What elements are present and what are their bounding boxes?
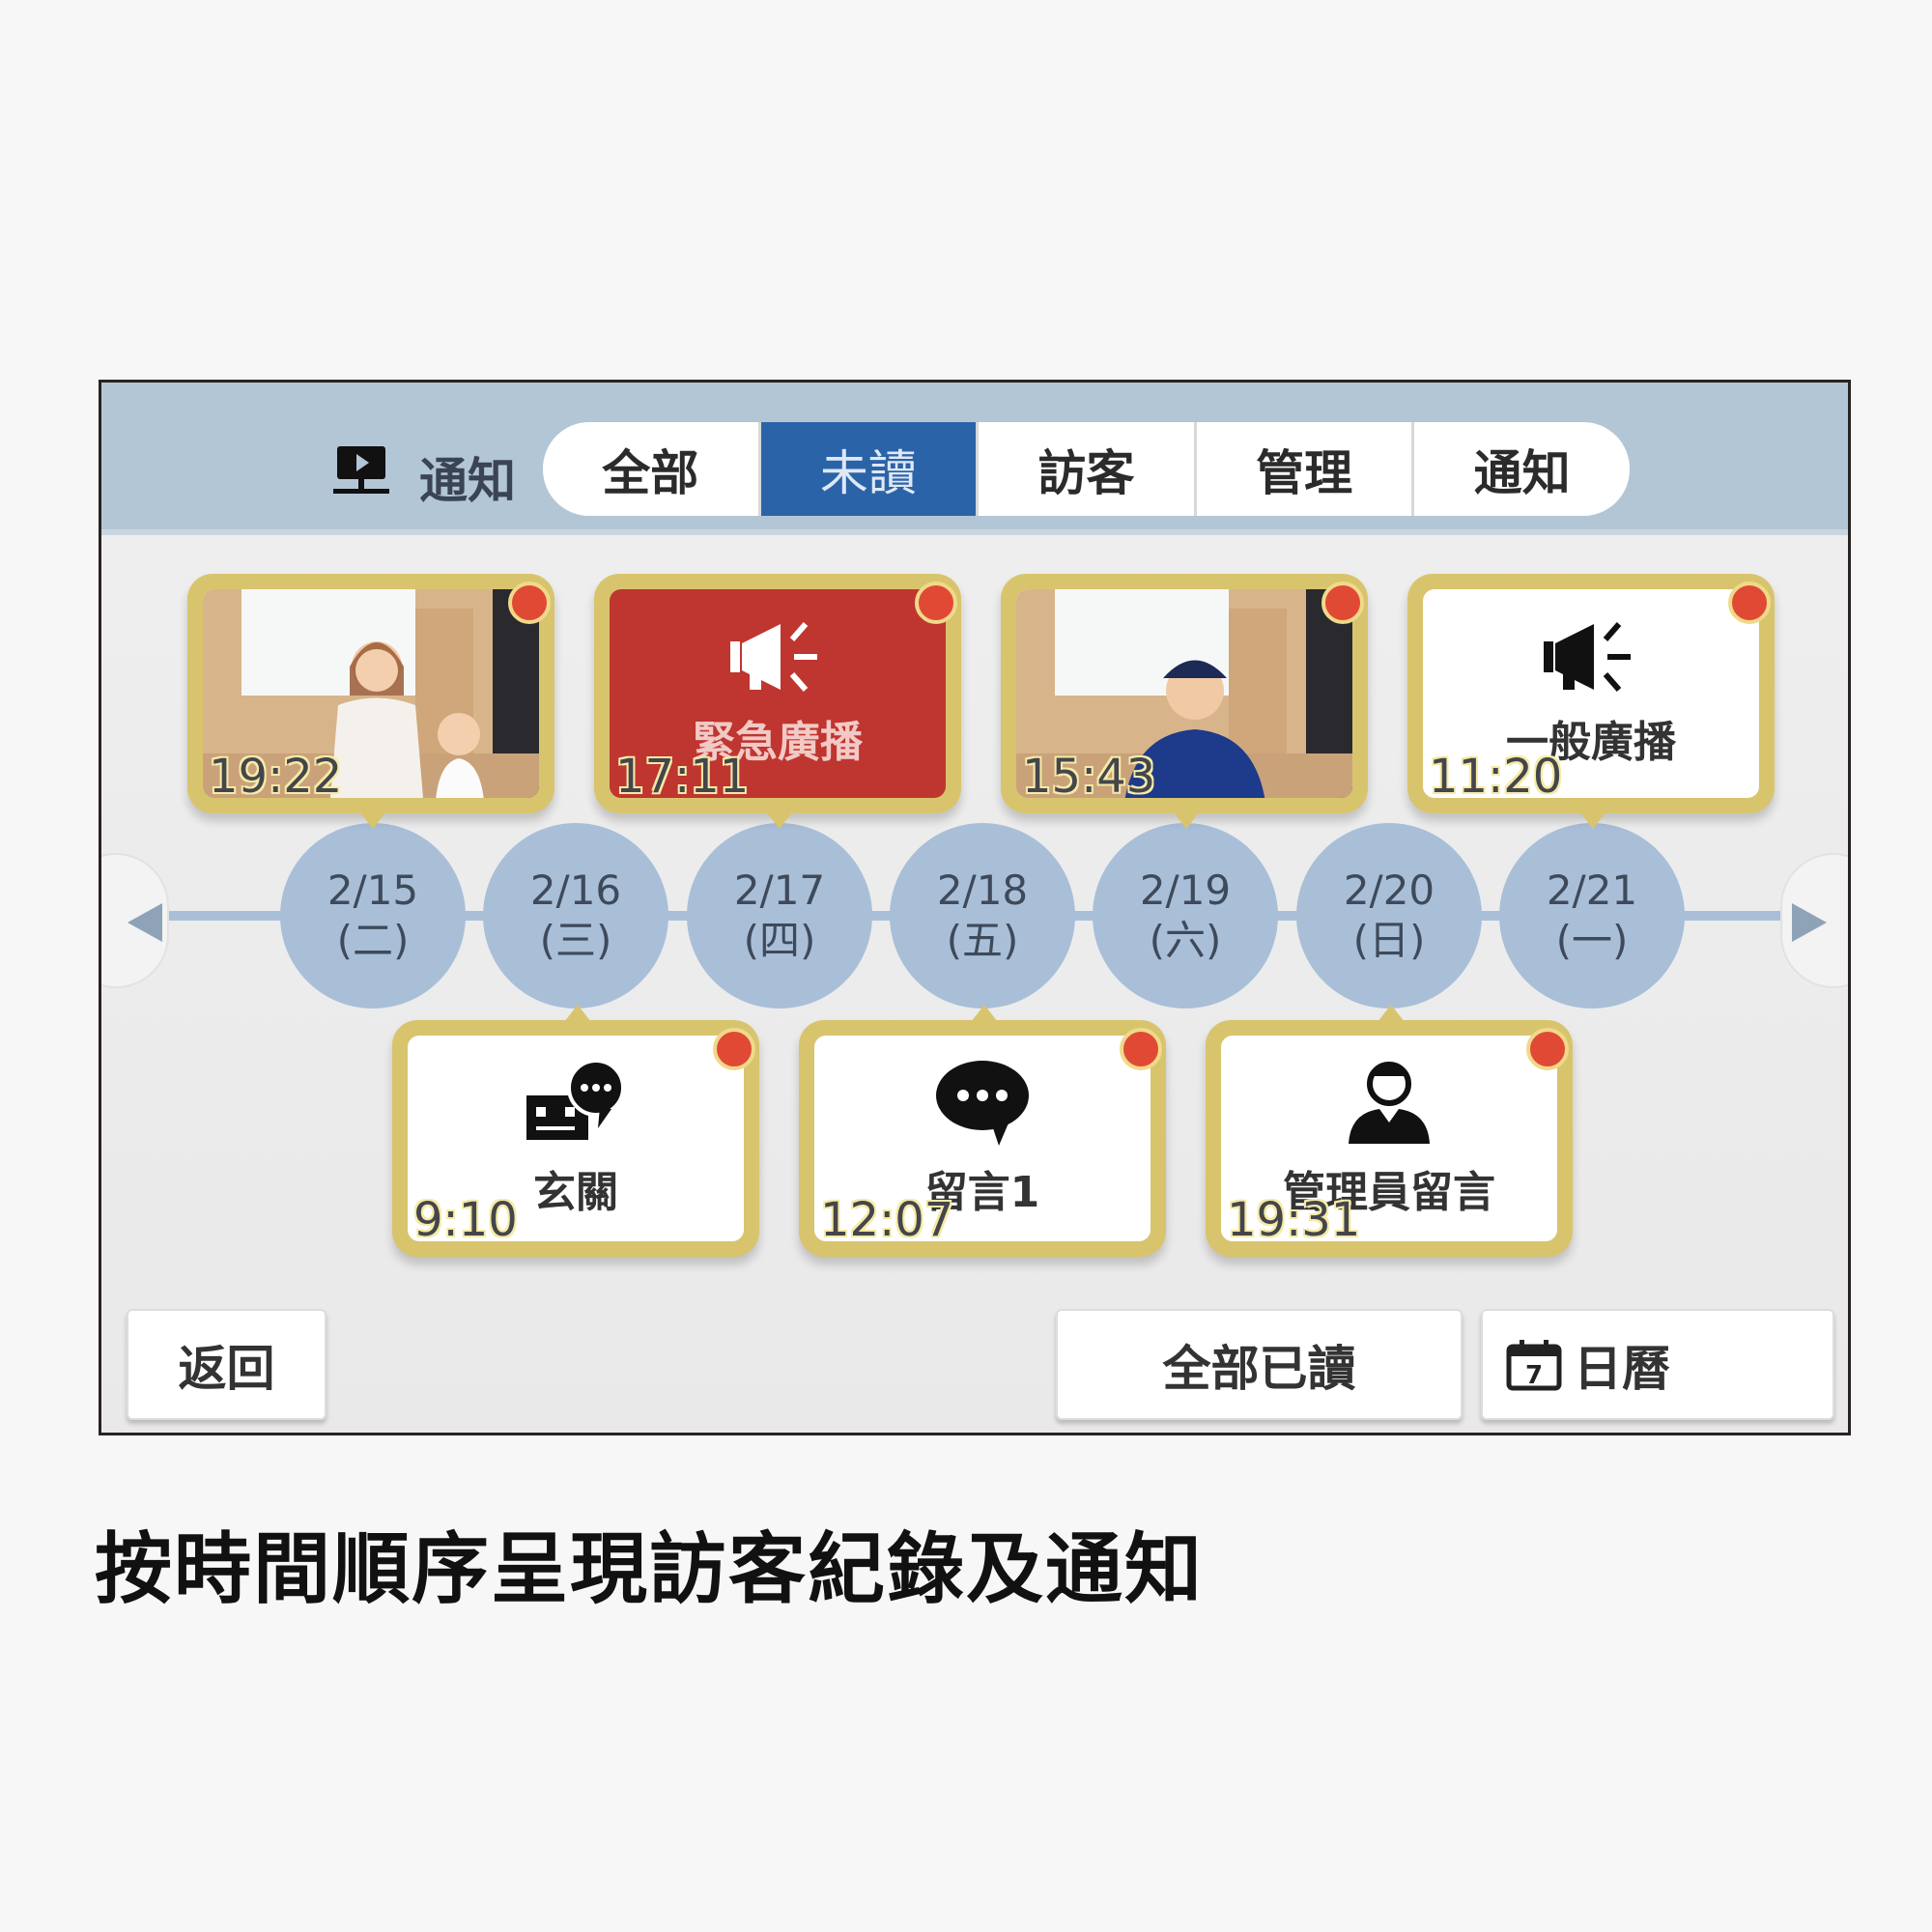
card-pointer	[359, 811, 386, 829]
event-card[interactable]: 15:43	[1001, 574, 1368, 829]
card-pointer	[1173, 811, 1200, 829]
card-label: 一般廣播	[1506, 718, 1676, 767]
tab-3[interactable]: 管理	[1193, 422, 1412, 516]
header-title: 通知	[419, 453, 516, 509]
unread-dot	[1120, 1028, 1162, 1070]
day-circle[interactable]: 2/16(三)	[483, 823, 668, 1009]
svg-text:7: 7	[1525, 1361, 1543, 1390]
day-circle[interactable]: 2/20(日)	[1296, 823, 1482, 1009]
tab-2[interactable]: 訪客	[976, 422, 1194, 516]
card-time: 17:11	[615, 750, 750, 798]
day-date: 2/17	[733, 867, 826, 914]
card-time: 12:07	[820, 1193, 954, 1241]
card-label: 留言1	[924, 1167, 1040, 1217]
intercom-message-icon	[523, 1058, 629, 1150]
day-date: 2/20	[1343, 867, 1435, 914]
card-label: 管理員留言	[1283, 1167, 1495, 1217]
day-circle[interactable]: 2/18(五)	[890, 823, 1075, 1009]
arrow-left-icon	[128, 903, 162, 942]
visitor-photo	[1016, 589, 1352, 798]
filter-tabs: 全部 未讀訪客管理通知	[543, 422, 1630, 516]
speech-bubble-icon	[929, 1059, 1036, 1150]
day-circle[interactable]: 2/19(六)	[1093, 823, 1278, 1009]
prev-week-button[interactable]	[101, 853, 169, 988]
back-button[interactable]: 返回	[127, 1309, 327, 1420]
caption: 按時間順序呈現訪客紀錄及通知	[95, 1524, 1204, 1614]
tab-4[interactable]: 通知	[1411, 422, 1630, 516]
card-time: 19:31	[1227, 1193, 1361, 1241]
mark-all-read-button[interactable]: 全部已讀	[1056, 1309, 1463, 1420]
day-circle[interactable]: 2/17(四)	[687, 823, 872, 1009]
card-content: 19:22	[203, 589, 539, 798]
monitor-play-icon	[333, 446, 389, 494]
unread-dot	[1321, 582, 1364, 624]
card-time: 15:43	[1022, 750, 1156, 798]
unread-dot	[915, 582, 957, 624]
day-circle[interactable]: 2/15(二)	[280, 823, 466, 1009]
arrow-right-icon	[1792, 903, 1827, 942]
day-date: 2/15	[327, 867, 419, 914]
card-pointer	[766, 811, 793, 829]
card-time: 19:22	[209, 750, 343, 798]
card-time: 9:10	[413, 1193, 518, 1241]
unread-dot	[508, 582, 551, 624]
day-date: 2/19	[1139, 867, 1232, 914]
day-date: 2/21	[1546, 867, 1638, 914]
day-date: 2/18	[936, 867, 1029, 914]
day-weekday: (五)	[946, 917, 1019, 964]
unread-dot	[1526, 1028, 1569, 1070]
day-weekday: (一)	[1555, 917, 1629, 964]
card-label: 玄關	[533, 1167, 618, 1217]
card-pointer	[1378, 1005, 1405, 1022]
calendar-label: 日曆	[1574, 1340, 1670, 1397]
card-content: 玄關 9:10	[408, 1036, 744, 1241]
header-bar: 通知 全部未讀訪客管理通知	[101, 383, 1848, 535]
day-circle[interactable]: 2/21(一)	[1499, 823, 1685, 1009]
unread-dot	[1728, 582, 1771, 624]
unread-dot	[713, 1028, 755, 1070]
megaphone-icon	[724, 618, 831, 699]
megaphone-icon	[1538, 618, 1644, 699]
card-content: 15:43	[1016, 589, 1352, 798]
calendar-button[interactable]: 7 日曆	[1481, 1309, 1834, 1420]
day-weekday: (三)	[539, 917, 612, 964]
event-card[interactable]: 玄關 9:10	[392, 1005, 759, 1257]
visitor-photo	[203, 589, 539, 798]
event-card[interactable]: 19:22	[187, 574, 554, 829]
day-weekday: (二)	[336, 917, 410, 964]
day-weekday: (六)	[1149, 917, 1222, 964]
manager-icon	[1341, 1059, 1437, 1150]
card-time: 11:20	[1429, 750, 1563, 798]
card-label: 緊急廣播	[693, 718, 863, 767]
calendar-icon: 7	[1506, 1339, 1562, 1390]
card-pointer	[971, 1005, 998, 1022]
day-weekday: (日)	[1352, 917, 1426, 964]
tab-1[interactable]: 未讀	[757, 422, 977, 516]
intercom-screen: 通知 全部未讀訪客管理通知 2/15(二)2/16(三)2/17(四)2/18(…	[99, 380, 1851, 1435]
day-weekday: (四)	[743, 917, 816, 964]
tab-0[interactable]: 全部	[602, 444, 699, 501]
card-pointer	[564, 1005, 591, 1022]
card-pointer	[1579, 811, 1606, 829]
day-date: 2/16	[529, 867, 622, 914]
next-week-button[interactable]	[1780, 853, 1848, 988]
